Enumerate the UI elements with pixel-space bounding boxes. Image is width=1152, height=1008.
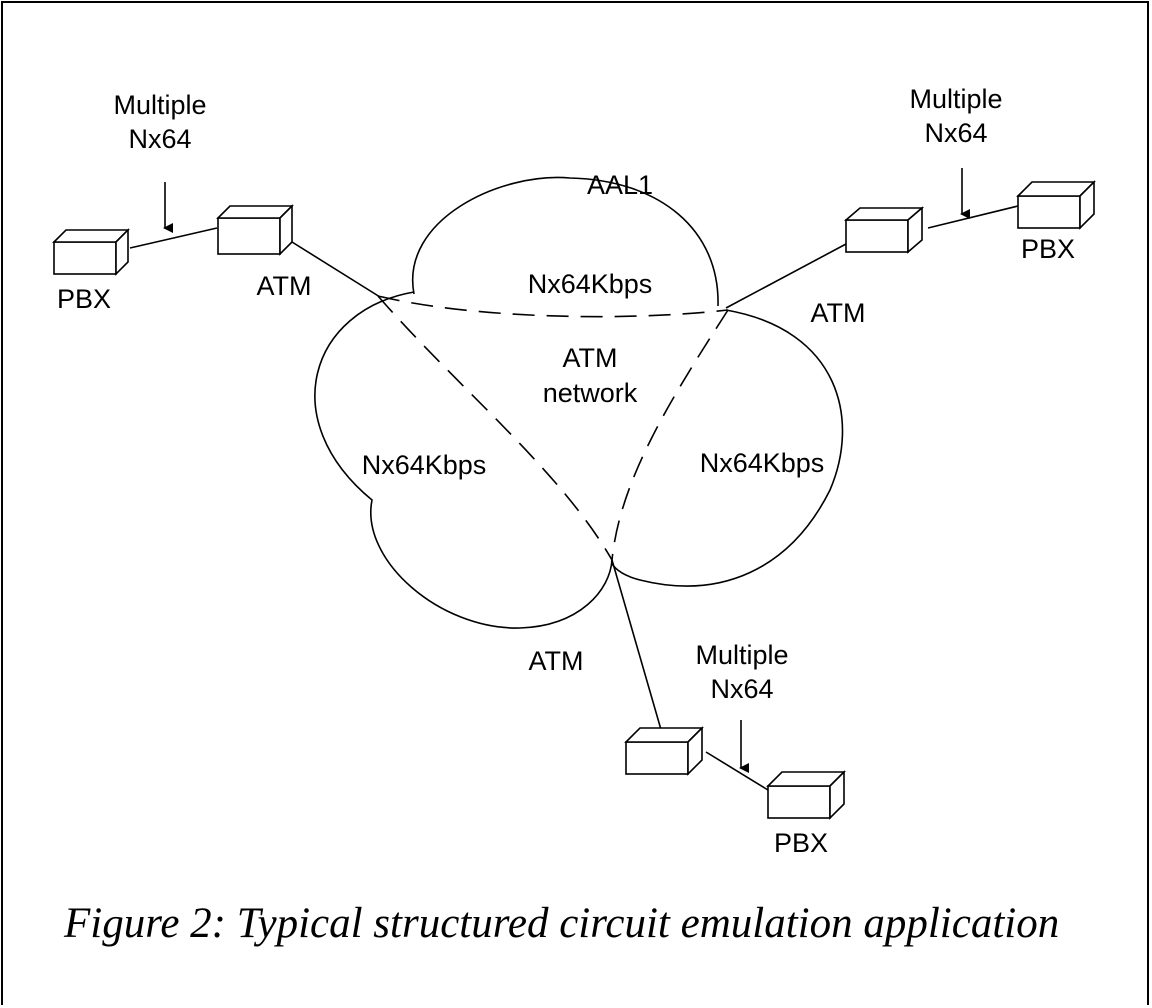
label-atm-bottom: ATM — [529, 646, 584, 676]
atm-device-right — [843, 206, 925, 254]
label-nx64kbps-top: Nx64Kbps — [528, 269, 653, 299]
label-nx64kbps-left: Nx64Kbps — [362, 450, 487, 480]
label-nx64-left: Nx64 — [128, 124, 191, 154]
pbx-bottom — [766, 770, 846, 820]
label-pbx-bottom: PBX — [774, 828, 828, 858]
circuit-right-bottom — [611, 309, 729, 561]
label-atm-left: ATM — [257, 271, 312, 301]
label-aal1: AAL1 — [587, 170, 653, 200]
circuit-left-right — [377, 295, 729, 318]
atm-device-left — [216, 204, 294, 256]
label-atm-network-line1: ATM — [563, 343, 618, 373]
circuit-left-bottom — [377, 295, 613, 561]
label-multiple-left: Multiple — [113, 90, 206, 120]
label-multiple-right: Multiple — [909, 84, 1002, 114]
pbx-left — [52, 228, 130, 276]
nx64-link-bottom — [705, 751, 769, 791]
label-nx64kbps-right: Nx64Kbps — [700, 448, 825, 478]
cloud-right-lobe — [611, 309, 844, 587]
atm-link-bottom — [611, 559, 665, 741]
atm-device-bottom — [624, 726, 704, 776]
atm-link-right — [725, 243, 847, 309]
label-pbx-right: PBX — [1021, 234, 1075, 264]
label-atm-network-line2: network — [543, 378, 638, 408]
cloud-top-lobe — [411, 176, 719, 307]
atm-network-cloud — [314, 176, 844, 629]
virtual-circuits — [377, 295, 729, 561]
label-nx64-bottom: Nx64 — [710, 674, 773, 704]
nx64-link-left — [129, 227, 218, 249]
pbx-right — [1016, 180, 1096, 230]
label-pbx-left: PBX — [57, 284, 111, 314]
cloud-left-lobe — [314, 291, 613, 629]
atm-link-left — [291, 241, 381, 298]
label-nx64-right: Nx64 — [924, 118, 987, 148]
label-multiple-bottom: Multiple — [695, 640, 788, 670]
label-atm-right: ATM — [811, 298, 866, 328]
nx64-link-right — [927, 205, 1019, 229]
figure-caption: Figure 2: Typical structured circuit emu… — [63, 900, 1059, 947]
